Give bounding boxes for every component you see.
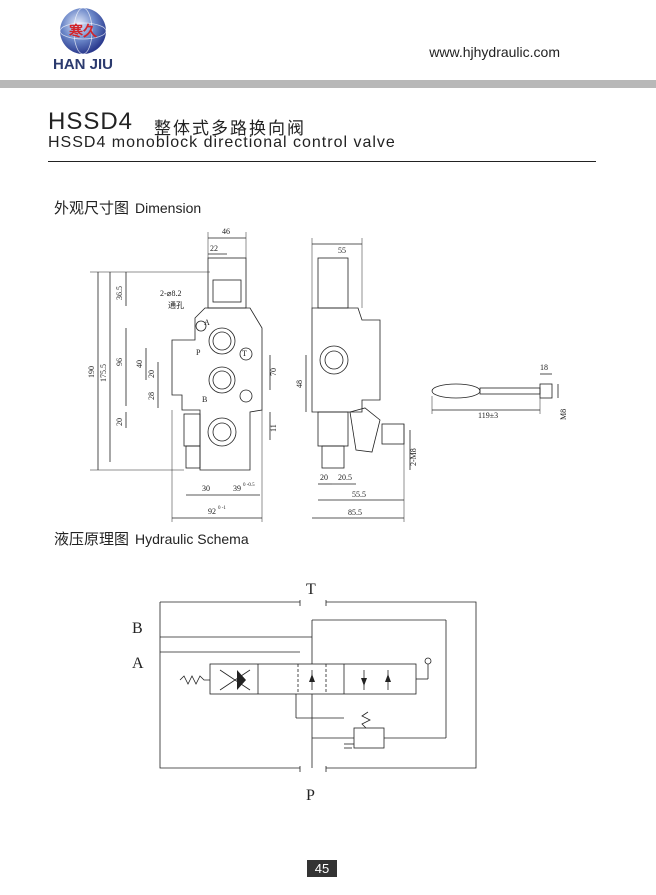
front-view <box>90 232 271 522</box>
svg-text:寒久: 寒久 <box>69 23 98 40</box>
dim-thread-m8: 2-M8 <box>409 448 418 466</box>
dim-front-width: 46 <box>222 227 230 236</box>
lever-view <box>431 373 559 414</box>
dim-bottom-92: 92 <box>208 507 216 516</box>
dim-side-48: 48 <box>295 380 304 388</box>
dim-hole-note: 通孔 <box>168 300 184 310</box>
section-dimension-heading: 外观尺寸图 Dimension <box>54 197 201 218</box>
dim-right-70: 70 <box>269 368 278 376</box>
section-schema-en: Hydraulic Schema <box>135 531 249 547</box>
dim-lever-119: 119±3 <box>478 411 498 420</box>
globe-logo-icon: 寒久 <box>59 7 107 55</box>
port-a-label: A <box>204 318 210 327</box>
dim-lever-m8: M8 <box>559 409 568 420</box>
dim-bottom-20: 20 <box>115 418 124 426</box>
side-view <box>305 238 411 522</box>
section-schema-heading: 液压原理图 Hydraulic Schema <box>54 528 249 549</box>
port-b-label: B <box>202 395 207 404</box>
schema-port-a: A <box>132 655 144 672</box>
dim-mid-40: 40 <box>135 360 144 368</box>
dim-mid-20: 20 <box>147 370 156 378</box>
hydraulic-schema <box>159 600 477 772</box>
model-title-cn: 整体式多路换向阀 <box>154 119 306 139</box>
section-dimension-cn: 外观尺寸图 <box>54 199 130 217</box>
dim-height-175: 175.5 <box>99 364 108 382</box>
dim-mid-28: 28 <box>147 392 156 400</box>
dim-side-85-5: 85.5 <box>348 508 362 517</box>
port-p-label: P <box>196 348 201 357</box>
dim-height-total: 190 <box>87 366 96 378</box>
model-title: HSSD4 <box>48 108 134 135</box>
dim-side-20-5: 20.5 <box>338 473 352 482</box>
dim-bottom-39-tol: 0 -0.5 <box>243 483 255 488</box>
port-t-label: T <box>242 349 247 358</box>
dim-hole-label: 2-⌀8.2 <box>160 289 181 298</box>
website-url[interactable]: www.hjhydraulic.com <box>429 44 560 60</box>
title-divider <box>48 161 596 162</box>
header-band <box>0 80 656 88</box>
dim-bottom-30: 30 <box>202 484 210 493</box>
section-schema-cn: 液压原理图 <box>54 530 130 548</box>
dim-bottom-92-tol: 0 -1 <box>218 506 226 511</box>
dim-side-55: 55 <box>338 246 346 255</box>
dim-side-55-5: 55.5 <box>352 490 366 499</box>
logo-text: HAN JIU <box>52 56 113 73</box>
schema-port-b: B <box>132 620 143 637</box>
page-header: 寒久 HAN JIU www.hjhydraulic.com <box>0 0 656 80</box>
model-subtitle: HSSD4 monoblock directional control valv… <box>48 134 396 151</box>
company-logo: 寒久 HAN JIU <box>42 6 124 76</box>
dim-front-handle: 22 <box>210 244 218 253</box>
schema-port-t: T <box>306 581 316 598</box>
page-number: 45 <box>307 860 337 877</box>
dim-lever-18: 18 <box>540 363 548 372</box>
section-dimension-en: Dimension <box>135 200 202 216</box>
dim-height-96: 96 <box>115 358 124 366</box>
dim-right-11: 11 <box>269 424 278 432</box>
dim-side-20: 20 <box>320 473 328 482</box>
dim-top-36: 36.5 <box>115 286 124 300</box>
schema-port-p: P <box>306 787 315 804</box>
dim-bottom-39: 39 <box>233 484 241 493</box>
